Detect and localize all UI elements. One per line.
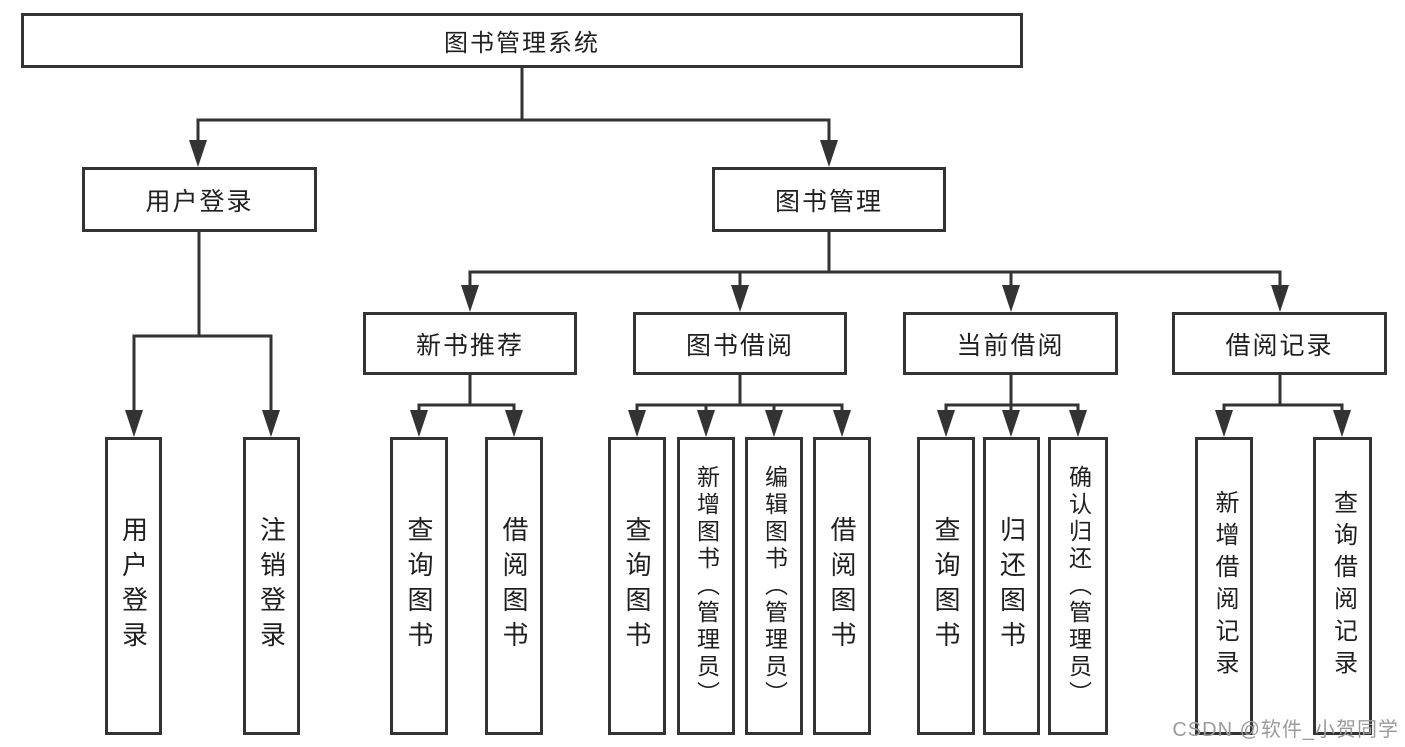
node-label: 图书借阅	[685, 331, 794, 360]
node-book-management: 图书管理	[712, 167, 946, 232]
node-label: 用户登录	[118, 516, 149, 656]
node-book-borrowing: 图书借阅	[633, 312, 847, 375]
node-label: 归还图书	[996, 516, 1027, 656]
leaf-logout: 注销登录	[243, 437, 300, 735]
node-label: 借阅图书	[827, 516, 857, 656]
node-label: 注销登录	[256, 516, 287, 656]
leaf-confirm-return-admin: 确认归还（管理员）	[1048, 437, 1108, 735]
node-borrowing-records: 借阅记录	[1172, 312, 1387, 375]
node-label: 图书管理	[774, 187, 883, 216]
csdn-watermark: CSDN @软件_小贺同学	[1172, 719, 1399, 741]
leaf-borrow-books-recommend: 借阅图书	[485, 437, 543, 735]
leaf-add-book-admin: 新增图书（管理员）	[677, 437, 735, 735]
node-user-login: 用户登录	[82, 167, 317, 232]
node-label: 查询借阅记录	[1329, 490, 1357, 682]
node-label: 确认归还（管理员）	[1065, 464, 1092, 708]
node-current-borrowing: 当前借阅	[903, 312, 1118, 375]
node-library-management-system: 图书管理系统	[21, 13, 1023, 68]
leaf-borrow-books-borrowing: 借阅图书	[813, 437, 871, 735]
node-label: 查询图书	[404, 516, 434, 656]
node-label: 新增图书（管理员）	[693, 464, 720, 708]
node-new-book-recommend: 新书推荐	[363, 312, 577, 375]
leaf-return-book: 归还图书	[983, 437, 1040, 735]
node-label: 借阅记录	[1225, 331, 1334, 360]
leaf-edit-book-admin: 编辑图书（管理员）	[745, 437, 803, 735]
node-label: 借阅图书	[499, 516, 529, 656]
leaf-query-books-current: 查询图书	[917, 437, 975, 735]
node-label: 图书管理系统	[444, 30, 600, 57]
node-label: 新书推荐	[415, 331, 524, 360]
leaf-query-borrow-record: 查询借阅记录	[1313, 437, 1372, 735]
node-label: 编辑图书（管理员）	[761, 464, 788, 708]
leaf-query-books-recommend: 查询图书	[390, 437, 448, 735]
node-label: 查询图书	[622, 516, 652, 656]
node-label: 当前借阅	[956, 331, 1065, 360]
node-label: 新增借阅记录	[1211, 490, 1238, 682]
node-label: 用户登录	[145, 187, 254, 216]
leaf-user-login: 用户登录	[105, 437, 162, 735]
leaf-query-books-borrowing: 查询图书	[608, 437, 666, 735]
node-label: 查询图书	[931, 516, 961, 656]
leaf-add-borrow-record: 新增借阅记录	[1195, 437, 1253, 735]
